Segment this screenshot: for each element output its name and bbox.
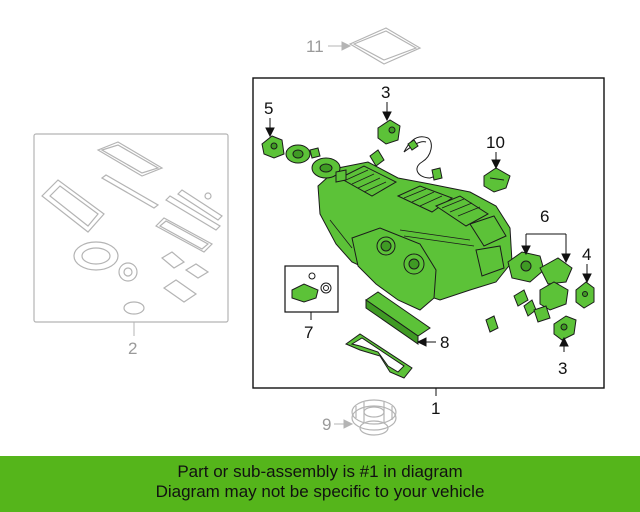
banner-line-1: Part or sub-assembly is #1 in diagram [177, 462, 463, 481]
callout-3-bottom: 3 [558, 359, 567, 378]
callout-4: 4 [582, 245, 591, 264]
leader-6 [521, 233, 571, 264]
callout-9: 9 [322, 415, 331, 434]
leader-3-bottom [559, 336, 569, 352]
part-7-expansion-valve[interactable] [291, 272, 332, 303]
leader-8 [416, 337, 436, 347]
callout-1: 1 [431, 399, 440, 418]
leader-4 [582, 264, 592, 284]
clip[interactable] [485, 315, 499, 333]
part-5-actuator[interactable] [261, 135, 285, 159]
mode-motor[interactable] [285, 144, 321, 164]
assembly-1-frame[interactable] [252, 77, 605, 389]
banner-line-2: Diagram may not be specific to your vehi… [155, 482, 485, 501]
callout-2: 2 [128, 339, 137, 358]
part-4-actuator[interactable] [575, 281, 595, 309]
part-10-sensor[interactable] [483, 167, 511, 193]
part-3-actuator-top[interactable] [377, 119, 401, 145]
callout-8: 8 [440, 333, 449, 352]
callout-5: 5 [264, 99, 273, 118]
callout-11: 11 [306, 37, 324, 56]
leader-5 [265, 118, 275, 138]
part-6-linkage[interactable] [507, 251, 573, 323]
leader-11 [328, 41, 352, 51]
callout-10: 10 [486, 133, 505, 152]
leader-10 [491, 152, 501, 170]
leader-9 [334, 419, 354, 429]
part-8-evaporator[interactable] [344, 291, 431, 379]
part-2-duct-group[interactable] [33, 133, 229, 323]
callout-7: 7 [304, 323, 313, 342]
callout-3-top: 3 [381, 83, 390, 102]
wire-harness[interactable] [403, 136, 443, 181]
leader-3-top [382, 102, 392, 122]
blend-motor[interactable] [311, 157, 347, 183]
hvac-housing[interactable] [317, 149, 513, 311]
part-3-actuator-bottom[interactable] [553, 315, 577, 341]
part-9-blower[interactable] [351, 399, 397, 436]
part-11-cabin-filter[interactable] [348, 27, 422, 65]
info-banner: Part or sub-assembly is #1 in diagram Di… [0, 456, 640, 512]
callout-6: 6 [540, 207, 549, 226]
